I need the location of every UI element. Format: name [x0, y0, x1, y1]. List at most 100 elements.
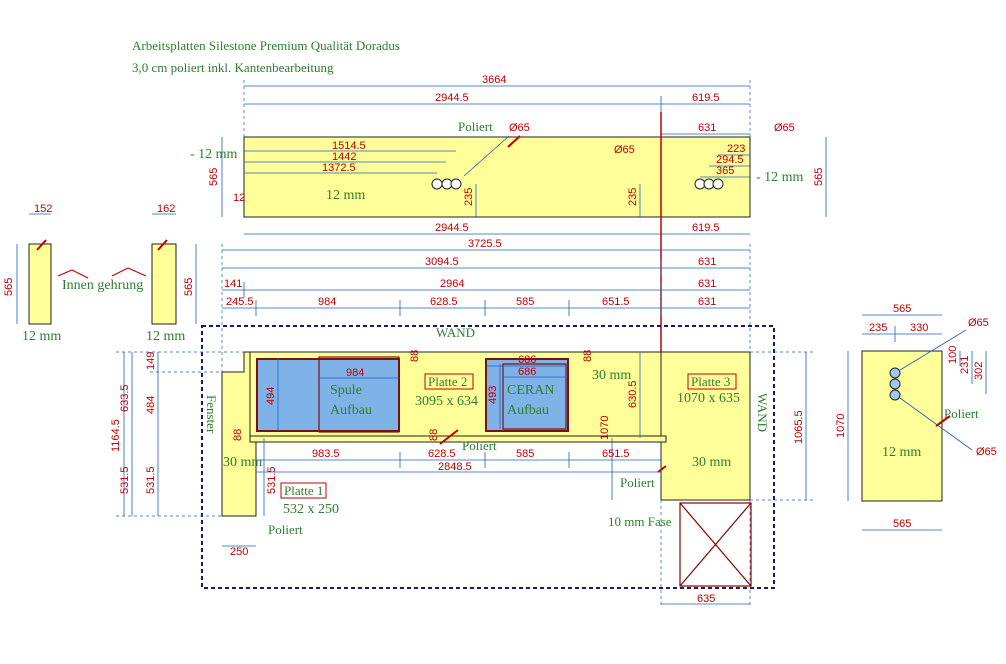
- label-12mm-right: 12 mm: [882, 445, 921, 460]
- dim-2944-bottom: 2944.5: [435, 222, 469, 234]
- label-minus-12mm-left: - 12 mm: [190, 147, 238, 162]
- dim-1065: 1065.5: [793, 410, 805, 444]
- front-strip: [249, 435, 667, 443]
- label-poliert-right: Poliert: [620, 475, 655, 490]
- dim-152: 152: [34, 203, 52, 215]
- plate-3: [660, 351, 751, 501]
- label-88-d: 88: [428, 429, 440, 441]
- dim-565-side-1: 565: [3, 278, 15, 296]
- dim-983: 983.5: [312, 448, 340, 460]
- dim-2964: 2964: [440, 278, 464, 290]
- dim-565-right-top: 565: [893, 303, 911, 315]
- dim-235-a: 235: [463, 188, 475, 206]
- dim-330: 330: [910, 322, 928, 334]
- side-piece-1: [28, 243, 52, 325]
- label-fenster: Fenster: [204, 395, 219, 434]
- dim-235-b: 235: [627, 188, 639, 206]
- dim-628-bottom: 628.5: [428, 448, 456, 460]
- right-panel-plate: [861, 350, 943, 502]
- back-panel-plate: [243, 136, 751, 218]
- title-line1: Arbeitsplatten Silestone Premium Qualitä…: [132, 38, 400, 53]
- label-30mm-mid: 30 mm: [592, 368, 631, 383]
- label-spule-aufbau: Aufbau: [330, 403, 372, 418]
- label-12mm-side-2: 12 mm: [146, 329, 185, 344]
- dim-631-b: 631: [698, 278, 716, 290]
- label-platte-1-dim: 532 x 250: [283, 502, 339, 517]
- label-88-a: 88: [409, 350, 421, 362]
- dim-493: 493: [487, 386, 499, 404]
- appliance-box: [679, 502, 752, 587]
- dim-628-top: 628.5: [430, 296, 458, 308]
- dim-302: 302: [973, 362, 985, 380]
- dim-531-b: 531.5: [145, 466, 157, 494]
- dim-633: 633.5: [119, 384, 131, 412]
- label-poliert-left: Poliert: [268, 522, 303, 537]
- label-30mm-left: 30 mm: [223, 455, 262, 470]
- label-phi-right-bottom: Ø65: [976, 446, 997, 458]
- dim-223: 223: [727, 143, 745, 155]
- dim-100: 100: [947, 346, 959, 364]
- label-platte-1: Platte 1: [284, 483, 323, 498]
- label-platte-2-dim: 3095 x 634: [415, 394, 478, 409]
- dim-631-c: 631: [698, 296, 716, 308]
- right-hole-1: [889, 367, 901, 379]
- label-88-c: 88: [232, 429, 244, 441]
- dim-1442: 1442: [332, 151, 356, 163]
- dim-630: 630.5: [627, 380, 639, 408]
- dim-141: 141: [224, 278, 242, 290]
- hole-3: [712, 178, 724, 190]
- dim-1514: 1514.5: [332, 140, 366, 152]
- dim-1070-mid: 1070: [599, 416, 611, 440]
- dim-565-back-right: 565: [813, 168, 825, 186]
- label-wand-top: WAND: [436, 325, 475, 340]
- dim-494: 494: [265, 387, 277, 405]
- dim-231: 231: [959, 356, 971, 374]
- label-phi-back-1: Ø65: [509, 122, 530, 134]
- sink-cutout: [256, 358, 400, 432]
- dim-235-right: 235: [869, 322, 887, 334]
- dim-2848: 2848.5: [438, 461, 472, 473]
- dim-total-3664: 3664: [482, 74, 506, 86]
- label-platte-3: Platte 3: [691, 374, 730, 389]
- label-12mm-side-1: 12 mm: [22, 329, 61, 344]
- right-panel: 565 235 330 1070 565 100 231 302 12 mm Ø…: [835, 303, 997, 531]
- label-poliert-back: Poliert: [458, 119, 493, 134]
- dim-651-top: 651.5: [602, 296, 630, 308]
- dim-3725: 3725.5: [468, 238, 502, 250]
- label-fase: 10 mm Fase: [608, 514, 672, 529]
- label-poliert-main: Poliert: [462, 438, 497, 453]
- right-hole-2: [889, 378, 901, 390]
- dim-484: 484: [145, 396, 157, 414]
- dim-531-c: 531.5: [266, 466, 278, 494]
- dim-245: 245.5: [226, 296, 254, 308]
- dim-984-top: 984: [318, 296, 336, 308]
- label-phi-right-top: Ø65: [968, 317, 989, 329]
- label-phi-back-3: Ø65: [774, 122, 795, 134]
- label-12mm-back: 12 mm: [326, 188, 365, 203]
- dim-619-bottom: 619.5: [692, 222, 720, 234]
- dim-631-a: 631: [698, 256, 716, 268]
- label-12-small: 12: [233, 192, 245, 204]
- right-hole-3: [889, 389, 901, 401]
- dim-1372: 1372.5: [322, 162, 356, 174]
- dim-585-bottom: 585: [516, 448, 534, 460]
- label-poliert-right-panel: Poliert: [944, 406, 979, 421]
- dim-635: 635: [697, 593, 715, 605]
- dim-565-right-bottom: 565: [893, 518, 911, 530]
- tap-hole-3: [450, 178, 462, 190]
- back-panel: 3664 2944.5 619.5 1514.5 1442 1372.5 631…: [190, 74, 827, 242]
- dim-651-bottom: 651.5: [602, 448, 630, 460]
- side-piece-2: [151, 243, 177, 325]
- label-30mm-right: 30 mm: [692, 455, 731, 470]
- dim-565-side-2: 565: [183, 278, 195, 296]
- label-ceran: CERAN: [507, 383, 554, 398]
- overall-dimensions: 3725.5 3094.5 631 141 2964 631 245.5 984…: [221, 238, 751, 516]
- label-spule: Spule: [330, 383, 362, 398]
- label-88-b: 88: [582, 350, 594, 362]
- dim-162: 162: [157, 203, 175, 215]
- dim-686: 686: [518, 366, 536, 378]
- dim-250: 250: [230, 546, 248, 558]
- dim-149: 149: [145, 352, 157, 370]
